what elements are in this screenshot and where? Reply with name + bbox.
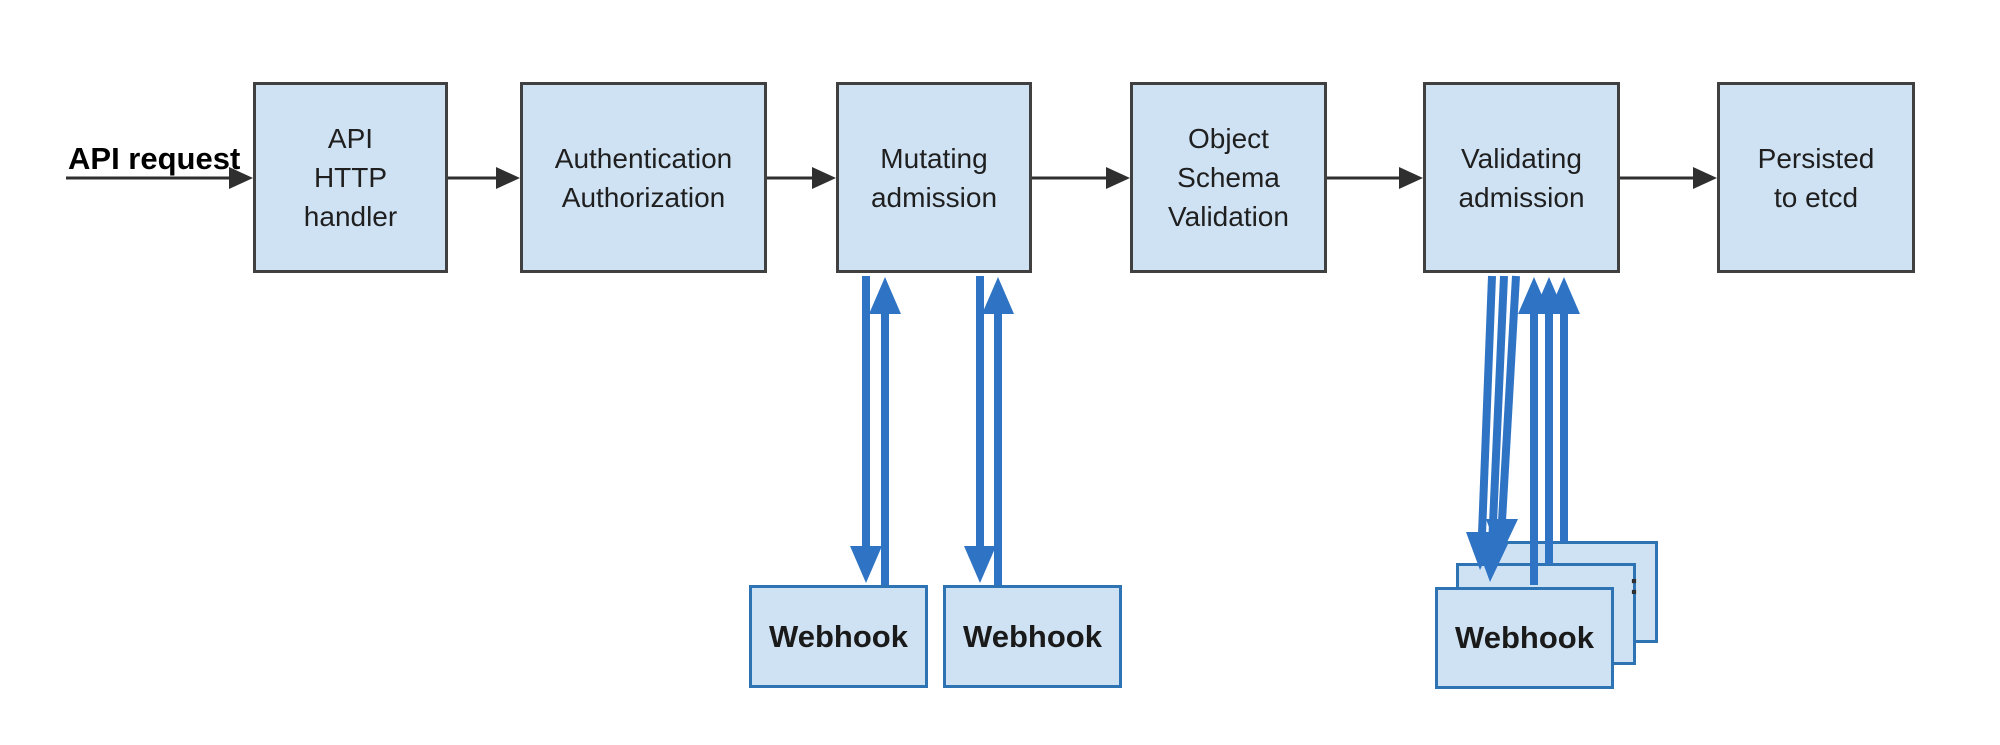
mutating-webhook1-return-head (869, 277, 901, 314)
arrow-schema-head (1399, 167, 1423, 189)
validating-call-line-1 (1478, 275, 1496, 535)
arrow-authentication-to-mutating (767, 167, 836, 189)
mutating-webhook-2: Webhook (943, 585, 1122, 688)
mutating-webhook1-call-head (850, 546, 882, 583)
arrow-mutating-to-schema (1032, 167, 1130, 189)
arrow-handler-to-authentication (448, 167, 520, 189)
node-persisted-to-etcd-label: Persisted to etcd (1757, 142, 1875, 213)
arrow-schema-to-validating (1327, 167, 1423, 189)
mutating-webhook2-call-arrow (964, 276, 996, 583)
node-api-http-handler: API HTTP handler (253, 82, 448, 273)
more-webhooks-indicator: : (1629, 568, 1639, 601)
node-api-http-handler-label: API HTTP handler (303, 123, 398, 232)
arrow-authentication-head (812, 167, 836, 189)
node-object-schema-validation-label: Object Schema Validation (1168, 123, 1289, 232)
node-mutating-admission-label: Mutating admission (870, 142, 998, 213)
node-authentication-authorization: Authentication Authorization (520, 82, 767, 273)
validating-return-head-3 (1548, 277, 1580, 314)
node-mutating-admission: Mutating admission (836, 82, 1032, 273)
mutating-webhook1-return-arrow (869, 277, 901, 585)
validating-webhook-front: Webhook (1435, 587, 1614, 689)
mutating-webhook2-return-arrow (982, 277, 1014, 585)
validating-webhook-call-arrow-3 (1486, 275, 1520, 557)
mutating-webhook-2-label: Webhook (963, 618, 1102, 654)
validating-return-head-2 (1533, 277, 1565, 314)
mutating-webhook-1-label: Webhook (769, 618, 908, 654)
node-object-schema-validation: Object Schema Validation (1130, 82, 1327, 273)
api-request-label: API request (68, 141, 241, 176)
arrow-validating-head (1693, 167, 1717, 189)
mutating-webhook-1: Webhook (749, 585, 928, 688)
validating-call-line-3 (1498, 275, 1520, 522)
arrow-handler-head (496, 167, 520, 189)
node-validating-admission: Validating admission (1423, 82, 1620, 273)
validating-webhook-return-arrow-1 (1518, 277, 1550, 585)
mutating-webhook2-call-head (964, 546, 996, 583)
validating-call-line-2 (1488, 275, 1508, 547)
mutating-webhook2-return-head (982, 277, 1014, 314)
validating-webhook-call-arrow-2 (1476, 275, 1508, 582)
validating-webhook-call-arrow-1 (1466, 275, 1498, 570)
arrow-validating-to-etcd (1620, 167, 1717, 189)
mutating-webhook1-call-arrow (850, 276, 882, 583)
validating-webhook-return-arrow-2 (1533, 277, 1565, 564)
validating-webhook-front-label: Webhook (1455, 620, 1594, 655)
node-authentication-authorization-label: Authentication Authorization (554, 142, 733, 213)
validating-return-head-1 (1518, 277, 1550, 314)
node-validating-admission-label: Validating admission (1458, 142, 1585, 213)
arrow-mutating-head (1106, 167, 1130, 189)
node-persisted-to-etcd: Persisted to etcd (1717, 82, 1915, 273)
validating-webhook-return-arrow-3 (1548, 277, 1580, 542)
